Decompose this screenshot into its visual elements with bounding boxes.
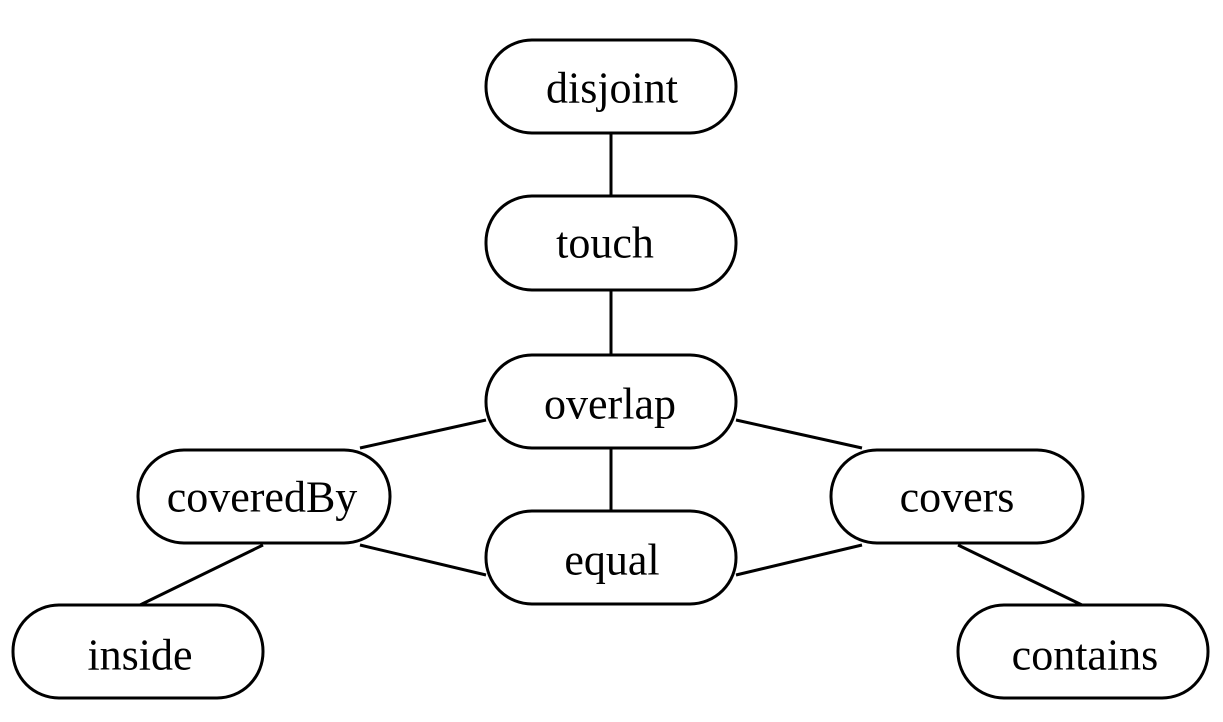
- node-box: [484, 38, 738, 135]
- node-box: [484, 194, 738, 292]
- edge-covers-contains: [957, 543, 1083, 607]
- node-label: overlap: [544, 380, 676, 429]
- edge-overlap-coveredBy: [359, 418, 487, 450]
- node-box: [484, 509, 738, 606]
- node-box: [11, 603, 265, 700]
- node-equal: equal: [484, 509, 738, 606]
- node-box: [484, 353, 738, 450]
- node-overlap: overlap: [484, 353, 738, 450]
- edge-covers-equal: [735, 543, 863, 577]
- node-touch: touch: [484, 194, 738, 292]
- nodes-layer: disjoint touch overlap coveredBy covers …: [11, 38, 1210, 700]
- node-label: inside: [87, 631, 192, 680]
- node-label: equal: [564, 536, 659, 585]
- edge-coveredBy-equal: [359, 543, 487, 577]
- node-contains: contains: [956, 603, 1210, 700]
- edge-coveredBy-inside: [139, 543, 264, 607]
- node-box: [956, 603, 1210, 700]
- node-label: touch: [556, 219, 654, 268]
- edges-layer: [139, 133, 1083, 607]
- node-inside: inside: [11, 603, 265, 700]
- node-box: [829, 448, 1085, 545]
- node-label: covers: [900, 473, 1015, 522]
- node-box: [136, 448, 392, 545]
- node-label: disjoint: [546, 64, 678, 113]
- edge-overlap-covers: [735, 418, 863, 450]
- node-label: contains: [1012, 631, 1159, 680]
- node-covers: covers: [829, 448, 1085, 545]
- node-coveredBy: coveredBy: [136, 448, 392, 545]
- node-disjoint: disjoint: [484, 38, 738, 135]
- node-label: coveredBy: [167, 473, 358, 522]
